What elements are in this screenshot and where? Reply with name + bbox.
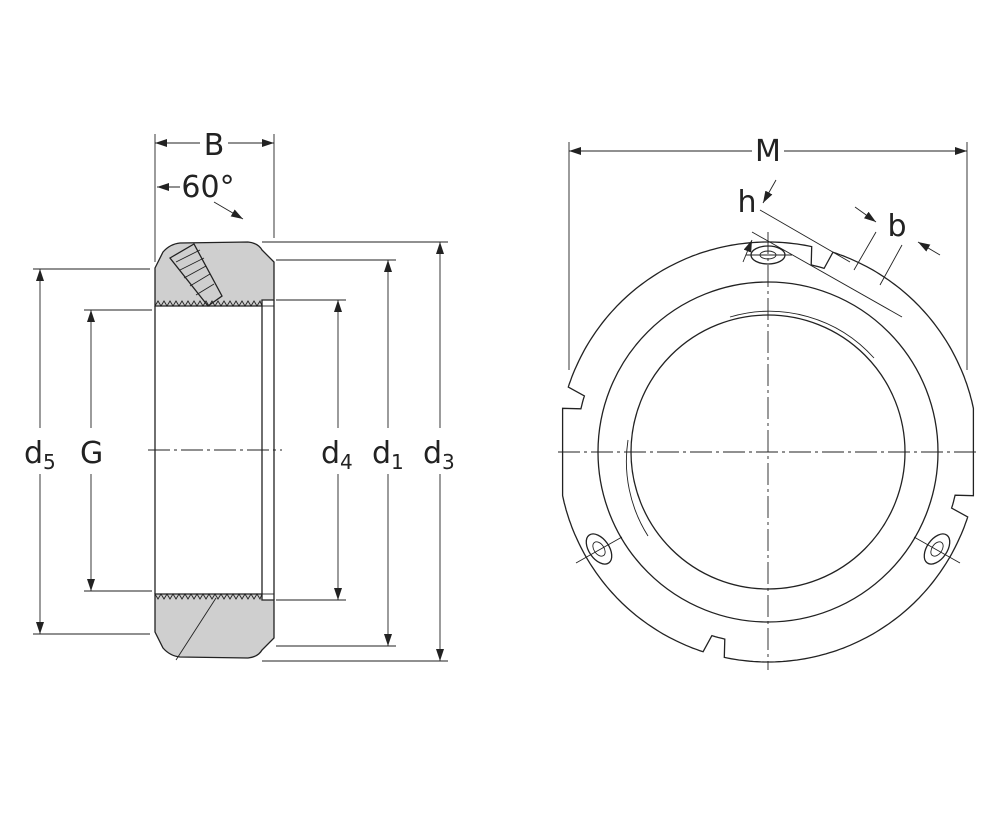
d5-label: d5 bbox=[24, 436, 56, 474]
h-arrow-lower bbox=[742, 239, 753, 263]
B-label: B bbox=[204, 128, 225, 163]
screw-right bbox=[913, 533, 961, 565]
h-ref-line-2 bbox=[751, 231, 903, 318]
side-section-view: B 60° d5 G d4 bbox=[24, 128, 455, 662]
thread-arc-top bbox=[729, 310, 875, 359]
d1-label: d1 bbox=[372, 436, 404, 474]
thread-arc-left bbox=[625, 439, 649, 537]
b-label: b bbox=[887, 209, 906, 244]
b-arrow-left bbox=[854, 206, 877, 223]
front-view: M h b bbox=[558, 134, 978, 670]
angle-label: 60° bbox=[181, 170, 234, 205]
d3-label: d3 bbox=[423, 436, 455, 474]
screw-top bbox=[746, 245, 792, 265]
b-arrow-right bbox=[917, 241, 941, 256]
b-ext-right bbox=[879, 244, 903, 286]
bottom-section-fill bbox=[154, 593, 275, 659]
locking-pin bbox=[169, 243, 223, 307]
G-label: G bbox=[80, 436, 103, 471]
top-section-fill bbox=[154, 241, 275, 307]
d4-label: d4 bbox=[321, 436, 353, 474]
b-ext-left bbox=[853, 231, 877, 271]
thread-teeth-bottom bbox=[154, 593, 263, 601]
M-label: M bbox=[755, 134, 781, 169]
h-arrow-upper bbox=[762, 179, 777, 204]
h-ref-line-1 bbox=[759, 209, 851, 263]
angle-leader bbox=[213, 201, 244, 220]
bottom-pin-axis bbox=[175, 597, 217, 661]
screw-left bbox=[575, 533, 623, 565]
h-label: h bbox=[737, 185, 756, 220]
